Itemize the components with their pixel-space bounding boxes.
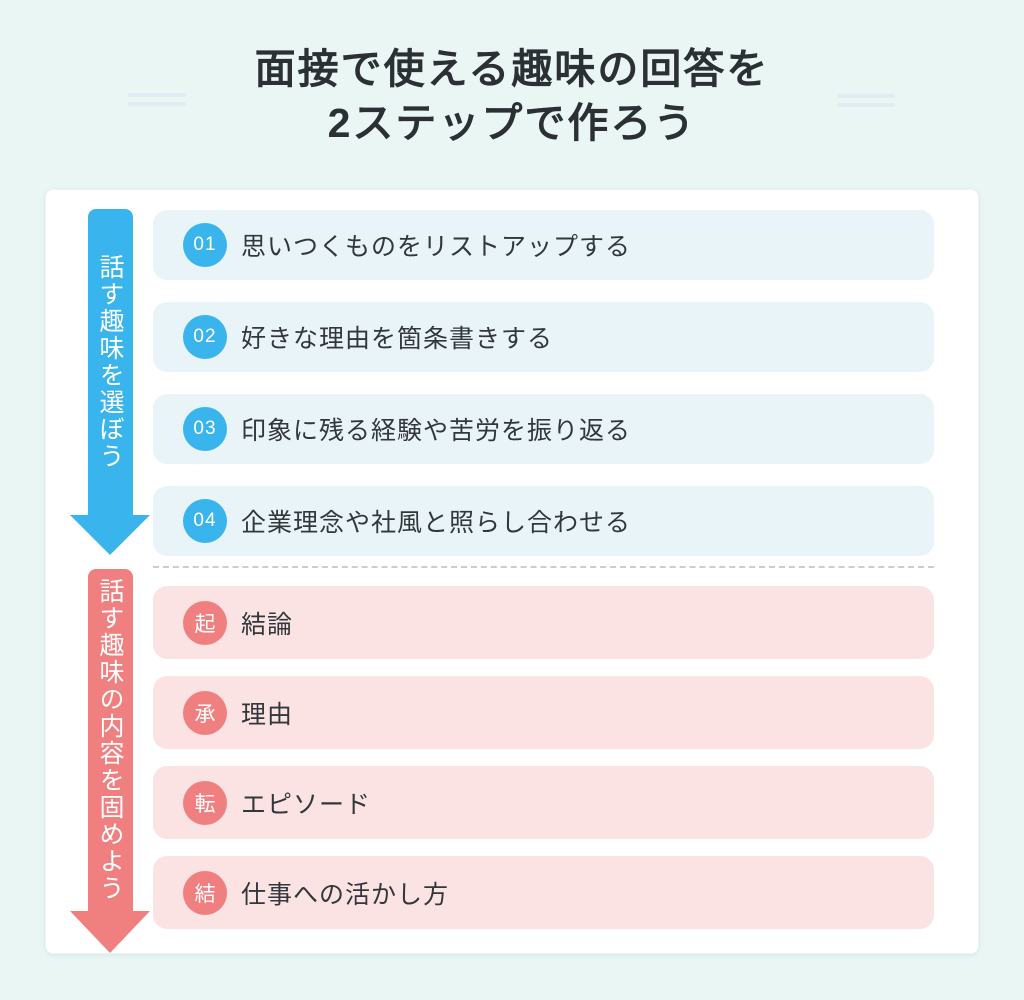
deco-bar [128, 102, 186, 106]
step1-down-arrow-icon: 話す趣味を選ぼう [70, 209, 150, 555]
step2-arrow-label: 話す趣味の内容を固めよう [96, 578, 124, 902]
step1-item-label-4: 企業理念や社風と照らし合わせる [241, 509, 632, 537]
content-card: 話す趣味を選ぼう 01 思いつくものをリストアップする 02 好きな理由を箇条書… [45, 189, 979, 954]
step1-number-badge-1: 01 [183, 223, 227, 267]
step1-arrowhead-icon [70, 515, 150, 555]
step2-arrow-shaft: 話す趣味の内容を固めよう [87, 569, 133, 911]
step2-item-row-3: 転 エピソード [153, 766, 934, 839]
step1-item-row-4: 04 企業理念や社風と照らし合わせる [153, 486, 934, 556]
double-lines-left-icon [128, 93, 186, 111]
step1-item-row-2: 02 好きな理由を箇条書きする [153, 302, 934, 372]
deco-bar [837, 103, 895, 107]
step2-arrowhead-icon [70, 911, 150, 953]
step2-down-arrow-icon: 話す趣味の内容を固めよう [70, 569, 150, 953]
step2-item-label-1: 結論 [241, 610, 294, 639]
step2-item-row-1: 起 結論 [153, 586, 934, 659]
step2-item-label-3: エピソード [241, 790, 372, 819]
step1-item-label-1: 思いつくものをリストアップする [241, 233, 632, 261]
title-line-1: 面接で使える趣味の回答を [254, 46, 770, 92]
page-title: 面接で使える趣味の回答を 2ステップで作ろう [0, 42, 1024, 150]
step2-kanji-badge-2: 承 [183, 690, 227, 735]
step1-arrow-label: 話す趣味を選ぼう [96, 254, 124, 470]
title-line-2: 2ステップで作ろう [327, 100, 697, 146]
step2-item-label-2: 理由 [241, 700, 294, 729]
step2-item-label-4: 仕事への活かし方 [241, 880, 450, 909]
step1-number-badge-4: 04 [183, 499, 227, 543]
step1-number-badge-2: 02 [183, 315, 227, 359]
double-lines-right-icon [837, 94, 895, 112]
deco-bar [128, 93, 186, 97]
section-divider [153, 566, 934, 568]
step2-item-row-2: 承 理由 [153, 676, 934, 749]
step1-item-label-3: 印象に残る経験や苦労を振り返る [241, 417, 632, 445]
step1-number-badge-3: 03 [183, 407, 227, 451]
step2-kanji-badge-3: 転 [183, 780, 227, 825]
step1-item-row-3: 03 印象に残る経験や苦労を振り返る [153, 394, 934, 464]
step1-item-label-2: 好きな理由を箇条書きする [241, 325, 554, 353]
step1-item-row-1: 01 思いつくものをリストアップする [153, 210, 934, 280]
step2-kanji-badge-1: 起 [183, 600, 227, 645]
step1-arrow-shaft: 話す趣味を選ぼう [87, 209, 133, 515]
step2-kanji-badge-4: 結 [183, 870, 227, 915]
deco-bar [837, 94, 895, 98]
step2-item-row-4: 結 仕事への活かし方 [153, 856, 934, 929]
